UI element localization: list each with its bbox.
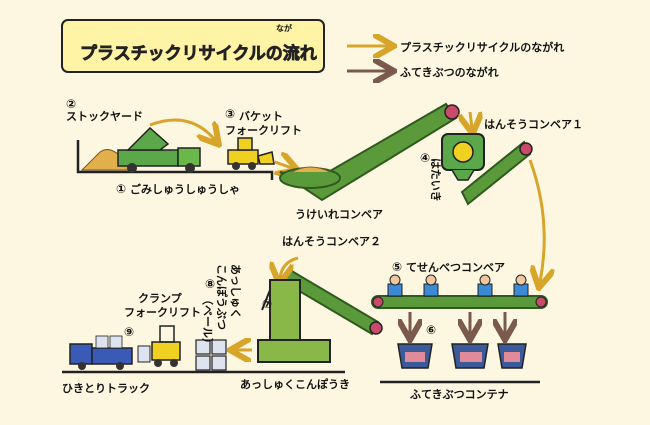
garbage-truck-icon xyxy=(117,126,201,173)
step8-label-1: あっしゅく xyxy=(229,264,242,319)
transport-conveyor-1 xyxy=(460,140,533,206)
conveyor1-label: はんそうコンベア１ xyxy=(484,118,583,131)
step3-label2: フォークリフト xyxy=(225,124,302,137)
step6-label: ふてきぶつコンテナ xyxy=(410,388,509,401)
step9-label-2: フォークリフト xyxy=(124,306,201,319)
step8-label-2: こんぽうぶつ xyxy=(215,264,229,330)
step2-num: ② xyxy=(66,97,76,111)
step5-label: てせんべつコンベア xyxy=(406,261,505,274)
bales-icon xyxy=(195,339,227,371)
title-ruby: なが xyxy=(276,23,293,33)
step3-label: バケット xyxy=(239,110,283,123)
bucket-forklift-icon xyxy=(227,137,275,170)
flow-arrow-to-conveyor2 xyxy=(280,256,299,278)
step1-label: ごみしゅうしゅうしゃ xyxy=(130,182,240,196)
step8-label-3: （ベール） xyxy=(201,294,214,349)
flow-arrow-stockyard-bucket xyxy=(149,118,215,140)
flow-arrow-to-sorting xyxy=(530,159,544,282)
step6-num: ⑥ xyxy=(426,323,436,337)
flow-arrow-to-breaker xyxy=(470,112,472,128)
legend-recycle-label: プラスチックリサイクルのながれ xyxy=(400,40,564,54)
pickup-truck-icon xyxy=(69,335,133,370)
step2-label: ストックヤード xyxy=(66,110,143,123)
legend: プラスチックリサイクルのながれ ふてきぶつのながれ xyxy=(347,40,564,79)
page-title: プラスチックリサイクルの流れ xyxy=(80,43,317,64)
truck-label: ひきとりトラック xyxy=(62,382,150,395)
step7-label: あっしゅくこんぽうき xyxy=(240,377,350,391)
ground-lines xyxy=(62,140,540,384)
legend-residue-label: ふてきぶつのながれ xyxy=(400,65,499,79)
step3-num: ③ xyxy=(225,107,235,121)
step4-num: ④ xyxy=(420,151,430,165)
step7-num: ⑦ xyxy=(262,297,272,311)
compression-baler-icon xyxy=(257,279,331,363)
title-box: なが プラスチックリサイクルの流れ xyxy=(61,19,325,73)
step1-num: ① xyxy=(116,182,126,196)
residue-arrows xyxy=(410,312,505,334)
sorting-conveyor xyxy=(371,274,548,309)
flow-arrow-bucket-conveyor xyxy=(275,162,292,168)
residue-contents xyxy=(405,352,520,362)
receiving-conveyor-label: うけいれコンベア xyxy=(295,208,383,221)
bag-breaker-icon xyxy=(441,133,485,181)
step8-num: ⑧ xyxy=(205,277,215,291)
clamp-forklift-icon xyxy=(137,325,181,367)
step9-num: ⑨ xyxy=(124,325,134,339)
step4-label: はたいき xyxy=(429,158,442,202)
conveyor2-label: はんそうコンベア２ xyxy=(282,235,381,248)
step9-label-1: クランプ xyxy=(138,291,183,305)
step5-num: ⑤ xyxy=(392,260,402,274)
receiving-conveyor xyxy=(279,102,460,202)
